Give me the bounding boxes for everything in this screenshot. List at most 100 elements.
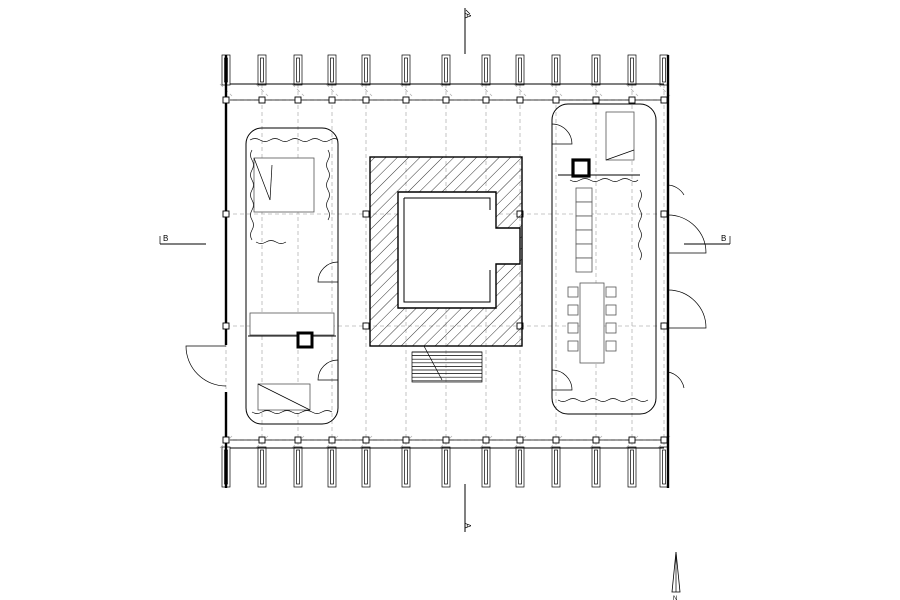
chimney-right — [571, 158, 591, 178]
column — [222, 322, 230, 330]
fin-south — [293, 446, 303, 488]
column — [222, 210, 230, 218]
right-pod — [551, 103, 657, 415]
kitchen-counter — [575, 187, 593, 273]
exterior-doors-right — [667, 184, 707, 389]
fin-south — [361, 446, 371, 488]
fin-south — [441, 446, 451, 488]
fin-north — [515, 54, 525, 86]
section-label-b-left: B — [163, 234, 168, 243]
fin-north — [293, 54, 303, 86]
chair — [605, 286, 617, 298]
column — [222, 96, 230, 104]
column — [258, 436, 266, 444]
facade-fins-north — [221, 54, 669, 86]
counter-unit — [575, 215, 593, 231]
fin-south — [481, 446, 491, 488]
column — [442, 436, 450, 444]
fin-north — [441, 54, 451, 86]
fin-south — [401, 446, 411, 488]
column — [362, 436, 370, 444]
central-core — [369, 156, 523, 347]
fin-north — [327, 54, 337, 86]
fin-south — [221, 446, 231, 488]
chair — [605, 340, 617, 352]
fin-south — [515, 446, 525, 488]
fin-south — [591, 446, 601, 488]
chair — [605, 322, 617, 334]
counter-unit — [575, 229, 593, 245]
fin-south — [627, 446, 637, 488]
section-label-a-top: A — [463, 13, 472, 19]
dining-chairs — [567, 286, 617, 352]
section-mark-b-left: B — [159, 234, 206, 245]
column — [402, 96, 410, 104]
facade-fins-south — [221, 446, 669, 488]
column — [328, 96, 336, 104]
chair — [567, 340, 579, 352]
column — [294, 96, 302, 104]
column — [442, 96, 450, 104]
column — [258, 96, 266, 104]
chair — [567, 322, 579, 334]
north-arrow: N — [671, 551, 681, 600]
curtain-left-top — [249, 138, 339, 142]
curtain-left-side — [250, 149, 254, 241]
column — [660, 96, 668, 104]
chimney-left — [296, 331, 314, 349]
stair-box — [605, 111, 635, 161]
wardrobe — [249, 312, 335, 336]
column — [552, 96, 560, 104]
column — [592, 436, 600, 444]
fin-north — [551, 54, 561, 86]
fin-south — [327, 446, 337, 488]
fin-north — [257, 54, 267, 86]
section-mark-b-right: B — [684, 234, 731, 245]
counter-unit — [575, 187, 593, 203]
fin-north — [627, 54, 637, 86]
exterior-door-left — [185, 345, 227, 387]
column — [516, 436, 524, 444]
column — [328, 436, 336, 444]
fin-south — [659, 446, 669, 488]
curtain-left-side-2 — [326, 149, 330, 221]
bed-upper — [253, 157, 315, 213]
left-pod — [245, 127, 339, 425]
door-right-inner-2 — [551, 369, 573, 391]
curtain-right-inner — [569, 178, 639, 182]
column — [362, 210, 370, 218]
chair — [567, 304, 579, 316]
section-mark-a-top: A — [463, 8, 472, 54]
column — [660, 210, 668, 218]
chair — [605, 304, 617, 316]
columns — [222, 96, 668, 444]
section-label-b-right: B — [721, 234, 726, 243]
column — [402, 436, 410, 444]
column — [362, 322, 370, 330]
fin-south — [257, 446, 267, 488]
column — [482, 436, 490, 444]
door-left-inner-1 — [317, 261, 339, 283]
column — [592, 96, 600, 104]
fin-north — [401, 54, 411, 86]
north-label: N — [673, 596, 677, 600]
door-left-inner-2 — [317, 359, 339, 381]
column — [222, 436, 230, 444]
counter-unit — [575, 257, 593, 273]
counter-unit — [575, 243, 593, 259]
section-label-a-bottom: A — [463, 523, 472, 529]
section-mark-a-bottom: A — [463, 484, 472, 532]
stair — [411, 345, 483, 383]
fin-north — [659, 54, 669, 86]
chair — [567, 286, 579, 298]
door-right-inner-1 — [551, 123, 573, 145]
counter-unit — [575, 201, 593, 217]
fin-south — [551, 446, 561, 488]
column — [482, 96, 490, 104]
column — [552, 436, 560, 444]
column — [362, 96, 370, 104]
dining-table — [579, 282, 605, 364]
column — [660, 436, 668, 444]
fin-north — [221, 54, 231, 86]
